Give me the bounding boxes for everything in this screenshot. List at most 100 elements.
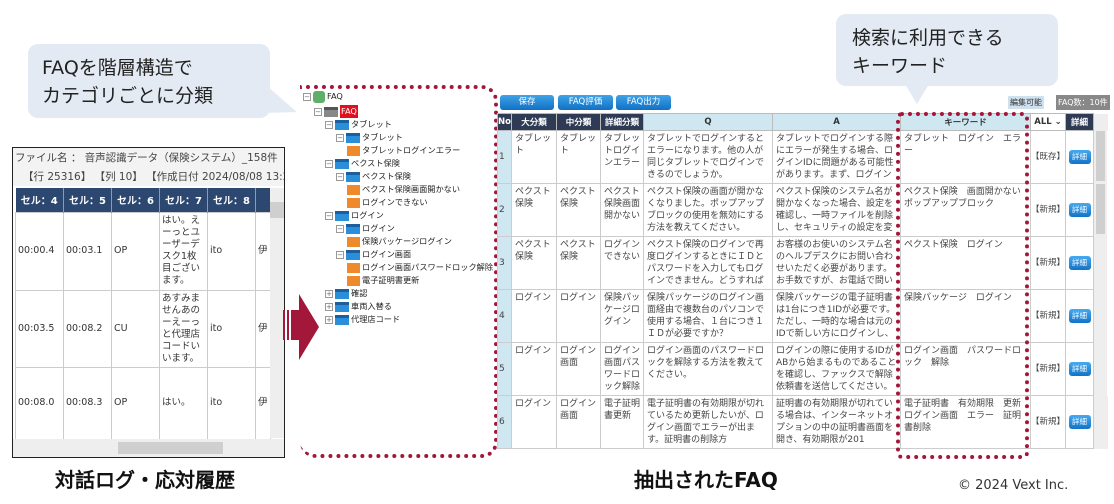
faq-cell-c3: 電子証明書更新 <box>600 395 644 449</box>
log-cell: 00:08.2 <box>63 289 112 368</box>
cell-text: タブレットログインエラー <box>604 134 640 168</box>
detail-button[interactable]: 詳細 <box>1068 256 1091 270</box>
cell-text: ログインの際に使用するIDがABから始まるものであることを確認し、ファックスで解… <box>776 346 897 392</box>
horizontal-scrollbar[interactable] <box>13 439 284 457</box>
detail-cell: 詳細 <box>1065 183 1094 237</box>
tree-node[interactable]: −ペクスト保険 <box>336 170 411 183</box>
folder-icon <box>335 301 349 312</box>
faq-cell-q[interactable]: 保険パッケージのログイン画面経由で複数台のパソコンで使用する場合、１台につき１Ｉ… <box>643 289 773 343</box>
tree-node[interactable]: タブレットログインエラー <box>347 144 460 157</box>
collapse-icon[interactable]: − <box>325 211 333 220</box>
faq-cell-kw[interactable]: ログイン画面 パスワードロック 解除 <box>900 342 1031 396</box>
collapse-icon[interactable]: − <box>314 107 322 116</box>
faq-cell-q[interactable]: 電子証明書の有効期限が切れているため更新したいが、ログイン画面でエラーが出ます。… <box>643 395 773 449</box>
tree-node[interactable]: ログインできない <box>347 196 428 209</box>
detail-button[interactable]: 詳細 <box>1068 150 1091 164</box>
faq-cell-a[interactable]: 保険パッケージの電子証明書は1台につき1IDが必要です。ただし、一時的な場合は元… <box>772 289 901 343</box>
save-button[interactable]: 保存 <box>500 95 554 110</box>
faq-cell-a[interactable]: ログインの際に使用するIDがABから始まるものであることを確認し、ファックスで解… <box>772 342 901 396</box>
tree-node[interactable]: −ログイン <box>336 222 395 235</box>
collapse-icon[interactable]: − <box>325 120 333 129</box>
cell-text: ペクスト保険 <box>560 240 596 262</box>
cell-text: タブレットでログインする際にエラーが発生する場合、ログインIDに問題がある可能性… <box>776 134 894 180</box>
faq-cell-a[interactable]: ペクスト保険のシステム名が開かなくなった場合、設定を確認し、一時ファイルを削除し… <box>772 183 901 237</box>
tree-node[interactable]: −タブレット <box>336 131 403 144</box>
detail-button[interactable]: 詳細 <box>1068 362 1091 376</box>
detail-cell: 詳細 <box>1065 289 1094 343</box>
faq-cell-a[interactable]: 証明書の有効期限が切れている場合は、インターネットオプションの中の証明書画面を開… <box>772 395 901 449</box>
collapse-icon[interactable]: − <box>303 92 311 101</box>
detail-button[interactable]: 詳細 <box>1068 415 1091 429</box>
cell-text: ペクスト保険 <box>515 187 551 209</box>
filter-select[interactable]: ALL ⌄ <box>1030 113 1066 131</box>
faq-cell-q[interactable]: ペクスト保険のログインで再度ログインするときにＩＤとパスワードを入力してもログイ… <box>643 236 773 290</box>
tree-node[interactable]: −ログイン画面 <box>336 248 411 261</box>
detail-button[interactable]: 詳細 <box>1068 309 1091 323</box>
faq-cell-a[interactable]: タブレットでログインする際にエラーが発生する場合、ログインIDに問題がある可能性… <box>772 130 901 184</box>
cell-text: 保険パッケージログイン <box>604 293 640 327</box>
faq-cell-a[interactable]: お客様のお使いのシステム名のヘルプデスクにお問い合わせいただく必要があります。お… <box>772 236 901 290</box>
tree-node[interactable]: −タブレット <box>325 118 392 131</box>
detail-button[interactable]: 詳細 <box>1068 203 1091 217</box>
faq-cell-c3: ログインできない <box>600 236 644 290</box>
tree-node[interactable]: +確認 <box>325 287 367 300</box>
collapse-icon[interactable]: − <box>336 172 344 181</box>
callout-line: キーワード <box>852 55 948 77</box>
vertical-scrollbar[interactable] <box>1093 130 1108 184</box>
callout-line: カテゴリごとに分類 <box>42 85 214 107</box>
folder-icon <box>335 288 349 299</box>
tree-node[interactable]: −ペクスト保険 <box>325 157 400 170</box>
faq-cell-c2: ログイン画面 <box>556 395 601 449</box>
collapse-icon[interactable]: − <box>336 224 344 233</box>
scrollbar-top[interactable] <box>1093 113 1108 131</box>
faq-cell-kw[interactable]: タブレット ログイン エラー <box>900 130 1031 184</box>
faq-cell-q[interactable]: ペクスト保険の画面が開かなくなりました。ポップアップブロックの使用を無効にする方… <box>643 183 773 237</box>
faq-item-icon <box>347 262 360 273</box>
collapse-icon[interactable]: − <box>336 250 344 259</box>
expand-icon[interactable]: + <box>325 302 333 311</box>
faq-cell-kw[interactable]: 電子証明書 有効期限 更新 ログイン画面 エラー 証明書削除 <box>900 395 1031 449</box>
tree-node[interactable]: ペクスト保険画面開かない <box>347 183 460 196</box>
vertical-scrollbar[interactable] <box>270 188 284 438</box>
tree-node[interactable]: 保険パッケージログイン <box>347 235 452 248</box>
tree-node[interactable]: +代理店コード <box>325 313 400 326</box>
tree-node[interactable]: −FAQ <box>314 105 358 118</box>
expand-icon[interactable]: + <box>325 315 333 324</box>
faq-item-icon <box>347 197 360 208</box>
cell-text: ログイン画面パスワードロック解除 <box>604 346 640 392</box>
tree-node[interactable]: −FAQ <box>303 90 343 103</box>
faq-cell-c2: ペクスト保険 <box>556 183 601 237</box>
vertical-scrollbar[interactable] <box>1093 289 1108 343</box>
database-icon <box>313 90 325 103</box>
tree-node[interactable]: −ログイン <box>325 209 384 222</box>
log-cell: OP <box>111 366 160 440</box>
faq-evaluate-button[interactable]: FAQ評価 <box>558 95 613 110</box>
faq-cell-q[interactable]: ログイン画面のパスワードロックを解除する方法を教えてください。 <box>643 342 773 396</box>
tree-node[interactable]: 電子証明書更新 <box>347 274 419 287</box>
vertical-scrollbar[interactable] <box>1093 183 1108 237</box>
tree-node[interactable]: +車両入替る <box>325 300 392 313</box>
collapse-icon[interactable]: − <box>325 159 333 168</box>
cell-text: ログイン <box>515 346 552 356</box>
vertical-scrollbar[interactable] <box>1093 236 1108 290</box>
faq-tree-highlight <box>300 85 498 458</box>
faq-cell-kw[interactable]: 保険パッケージ ログイン <box>900 289 1031 343</box>
vertical-scrollbar[interactable] <box>1093 342 1108 396</box>
expand-icon[interactable]: + <box>325 289 333 298</box>
collapse-icon[interactable]: − <box>336 133 344 142</box>
vertical-scrollbar[interactable] <box>1093 395 1108 449</box>
cell-text: ペクスト保険のシステム名が開かなくなった場合、設定を確認し、一時ファイルを削除し… <box>776 187 894 233</box>
cell-text: 保険パッケージ ログイン <box>904 293 1012 303</box>
faq-cell-q[interactable]: タブレットでログインするとエラーになります。他の人が同じタブレットでログインでき… <box>643 130 773 184</box>
faq-cell-c1: ペクスト保険 <box>511 183 557 237</box>
faq-cell-kw[interactable]: ペクスト保険 画面開かない ポップアップブロック <box>900 183 1031 237</box>
faq-count: FAQ数：10件 <box>1056 95 1110 110</box>
faq-export-button[interactable]: FAQ出力 <box>616 95 671 110</box>
tree-node[interactable]: ログイン画面パスワードロック解除 <box>347 261 493 274</box>
